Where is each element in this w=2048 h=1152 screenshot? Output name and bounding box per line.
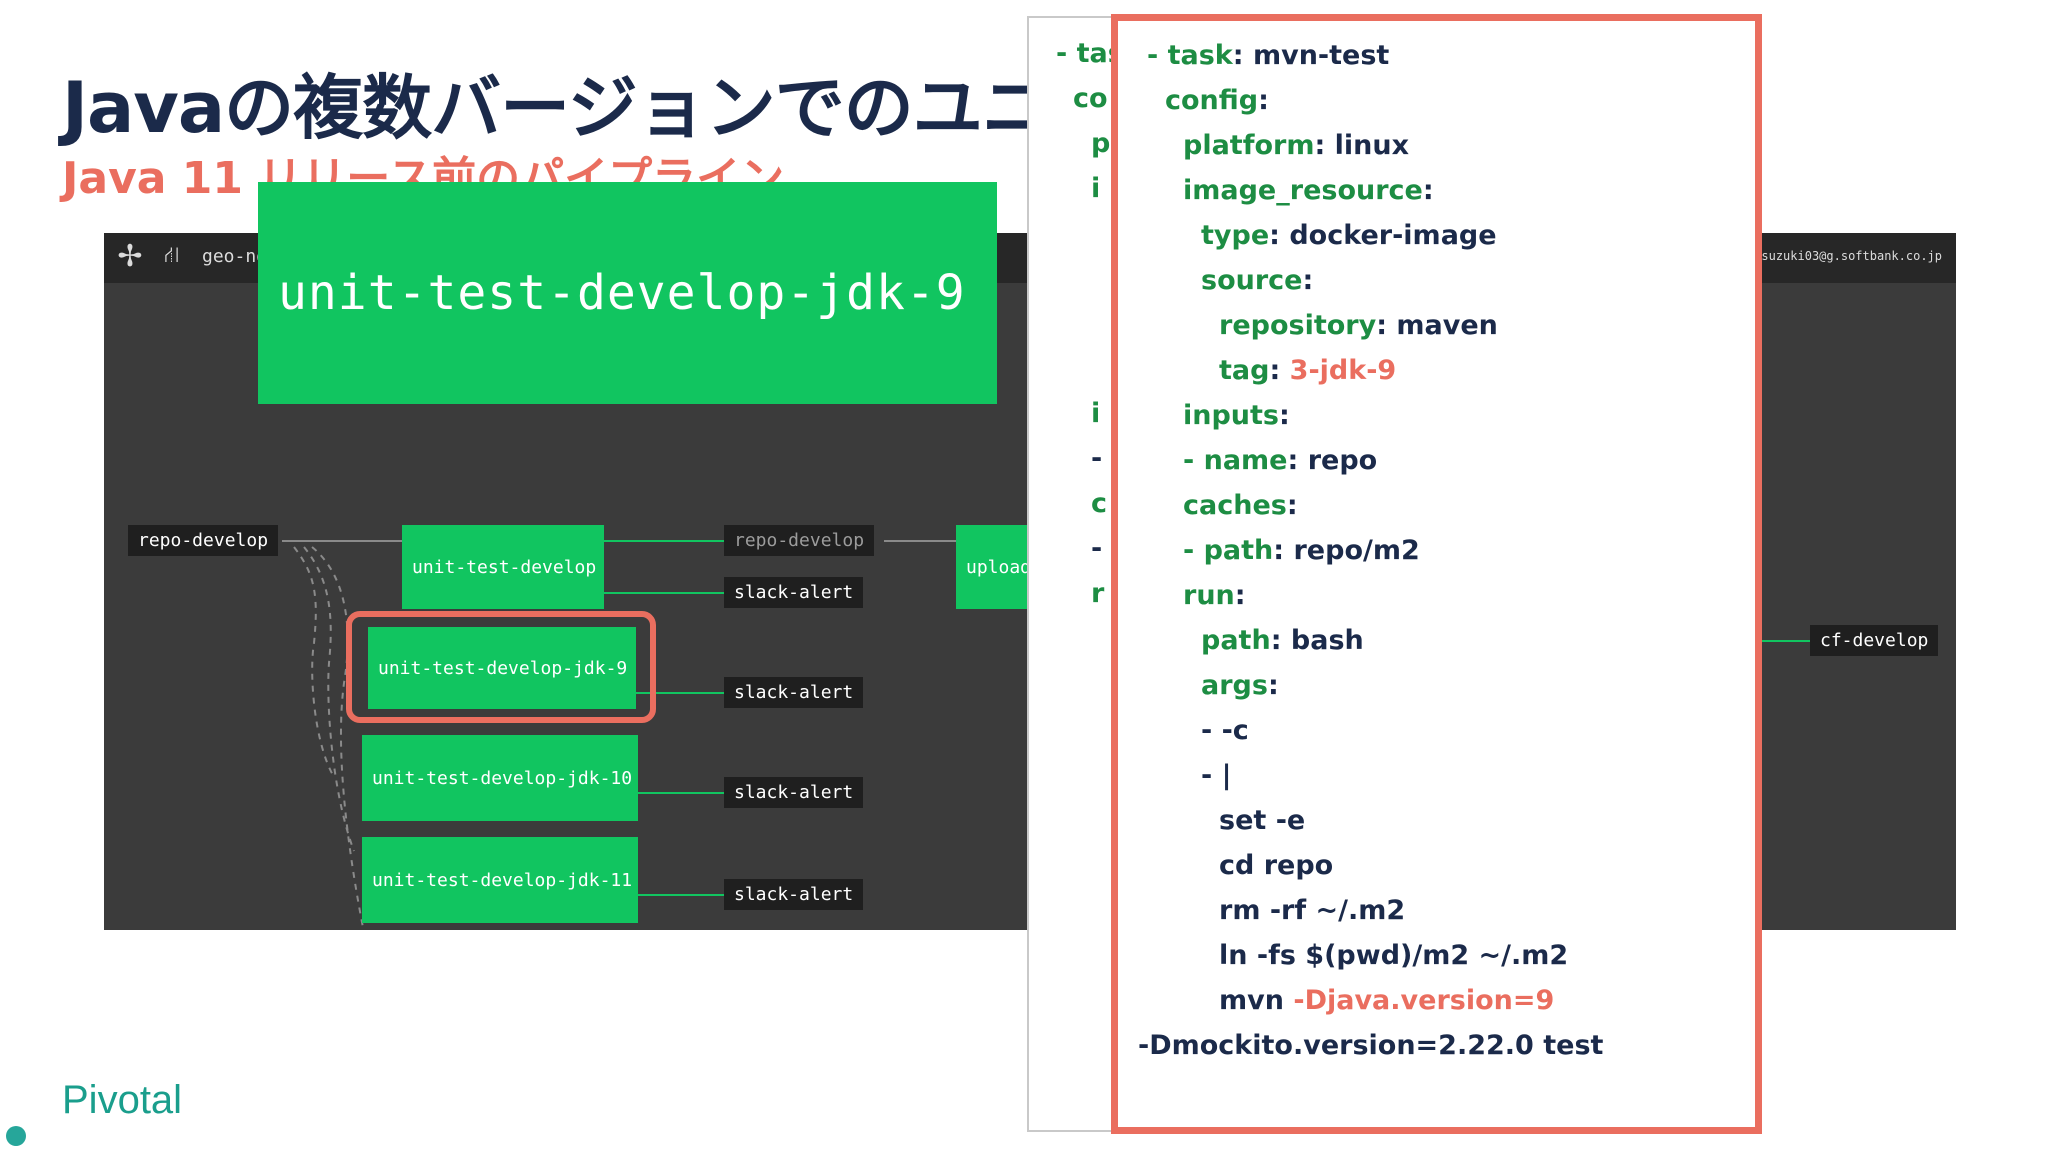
pipeline-name[interactable]: geo-no: [202, 246, 268, 267]
yaml-line: cd repo: [1219, 850, 1334, 881]
yaml-key: caches: [1183, 490, 1287, 521]
edge-passed-1: [293, 546, 335, 778]
yaml-key: args: [1201, 670, 1268, 701]
job-unit-test-develop-jdk-9[interactable]: unit-test-develop-jdk-9: [368, 627, 636, 709]
yaml-line: rm -rf ~/.m2: [1219, 895, 1406, 926]
yaml-value: maven: [1396, 310, 1498, 341]
slide-title: Javaの複数バージョンでのユニッ: [62, 67, 1121, 149]
job-unit-test-develop[interactable]: unit-test-develop: [402, 525, 604, 609]
yaml-line: - |: [1201, 760, 1232, 791]
yaml-line: - -c: [1201, 715, 1249, 746]
slide-dot-icon: [6, 1126, 26, 1146]
pipeline-edges: [282, 540, 1810, 930]
underlying-fragment: r: [1091, 578, 1105, 609]
yaml-value: docker-image: [1289, 220, 1497, 251]
underlying-fragment: p: [1091, 128, 1111, 159]
yaml-key: - name: [1183, 445, 1288, 476]
resource-slack-alert-1[interactable]: slack-alert: [724, 577, 864, 608]
underlying-fragment: c: [1091, 488, 1108, 519]
underlying-fragment: -: [1091, 533, 1103, 564]
yaml-key: inputs: [1183, 400, 1280, 431]
yaml-key: - path: [1183, 535, 1274, 566]
resource-repo-develop-output[interactable]: repo-develop: [724, 525, 875, 556]
underlying-code-card: - tas co p i i - c - r: [1027, 16, 1127, 1132]
yaml-key: path: [1201, 625, 1271, 656]
yaml-key: source: [1201, 265, 1303, 296]
resource-slack-alert-3[interactable]: slack-alert: [724, 777, 864, 808]
yaml-value: linux: [1334, 130, 1410, 161]
underlying-fragment: -: [1091, 443, 1103, 474]
yaml-line: -Dmockito.version=2.22.0 test: [1138, 1030, 1604, 1061]
underlying-fragment: i: [1091, 398, 1101, 429]
yaml-key: repository: [1219, 310, 1377, 341]
yaml-key: image_resource: [1183, 175, 1423, 206]
yaml-value: repo/m2: [1293, 535, 1420, 566]
yaml-line: set -e: [1219, 805, 1306, 836]
concourse-logo-icon[interactable]: ✢: [117, 239, 143, 274]
yaml-value: mvn-test: [1252, 40, 1390, 71]
yaml-value-highlight: 3-jdk-9: [1289, 355, 1397, 386]
yaml-key: type: [1201, 220, 1270, 251]
yaml-key: - task: [1147, 40, 1233, 71]
yaml-key: platform: [1183, 130, 1315, 161]
job-unit-test-develop-jdk-11[interactable]: unit-test-develop-jdk-11: [362, 837, 638, 923]
yaml-line-highlight: -Djava.version=9: [1293, 985, 1555, 1016]
job-upload[interactable]: upload: [956, 525, 1036, 609]
yaml-key: tag: [1219, 355, 1270, 386]
job-unit-test-develop-jdk-10[interactable]: unit-test-develop-jdk-10: [362, 735, 638, 821]
yaml-line: ln -fs $(pwd)/m2 ~/.m2: [1219, 940, 1569, 971]
pivotal-logo: Pivotal: [62, 1078, 183, 1122]
edge-passed-2: [303, 546, 355, 852]
pipeline-yaml-card: - task: mvn-test config: platform: linux…: [1111, 14, 1762, 1134]
underlying-fragment: i: [1091, 173, 1101, 204]
yaml-key: config: [1165, 85, 1259, 116]
yaml-line: mvn: [1219, 985, 1294, 1016]
yaml-key: run: [1183, 580, 1235, 611]
underlying-fragment: co: [1073, 83, 1108, 114]
zoom-banner: unit-test-develop-jdk-9: [258, 182, 997, 404]
edge-passed-3: [311, 546, 365, 930]
resource-slack-alert-2[interactable]: slack-alert: [724, 677, 864, 708]
resource-slack-alert-4[interactable]: slack-alert: [724, 879, 864, 910]
yaml-value: bash: [1290, 625, 1364, 656]
yaml-value: repo: [1307, 445, 1378, 476]
pipeline-icon[interactable]: ⛙: [164, 243, 180, 268]
resource-cf-develop[interactable]: cf-develop: [1810, 625, 1939, 656]
highlight-box: [346, 611, 656, 723]
user-email[interactable]: ya.suzuki03@g.softbank.co.jp: [1739, 249, 1942, 263]
resource-repo-develop[interactable]: repo-develop: [128, 525, 279, 556]
